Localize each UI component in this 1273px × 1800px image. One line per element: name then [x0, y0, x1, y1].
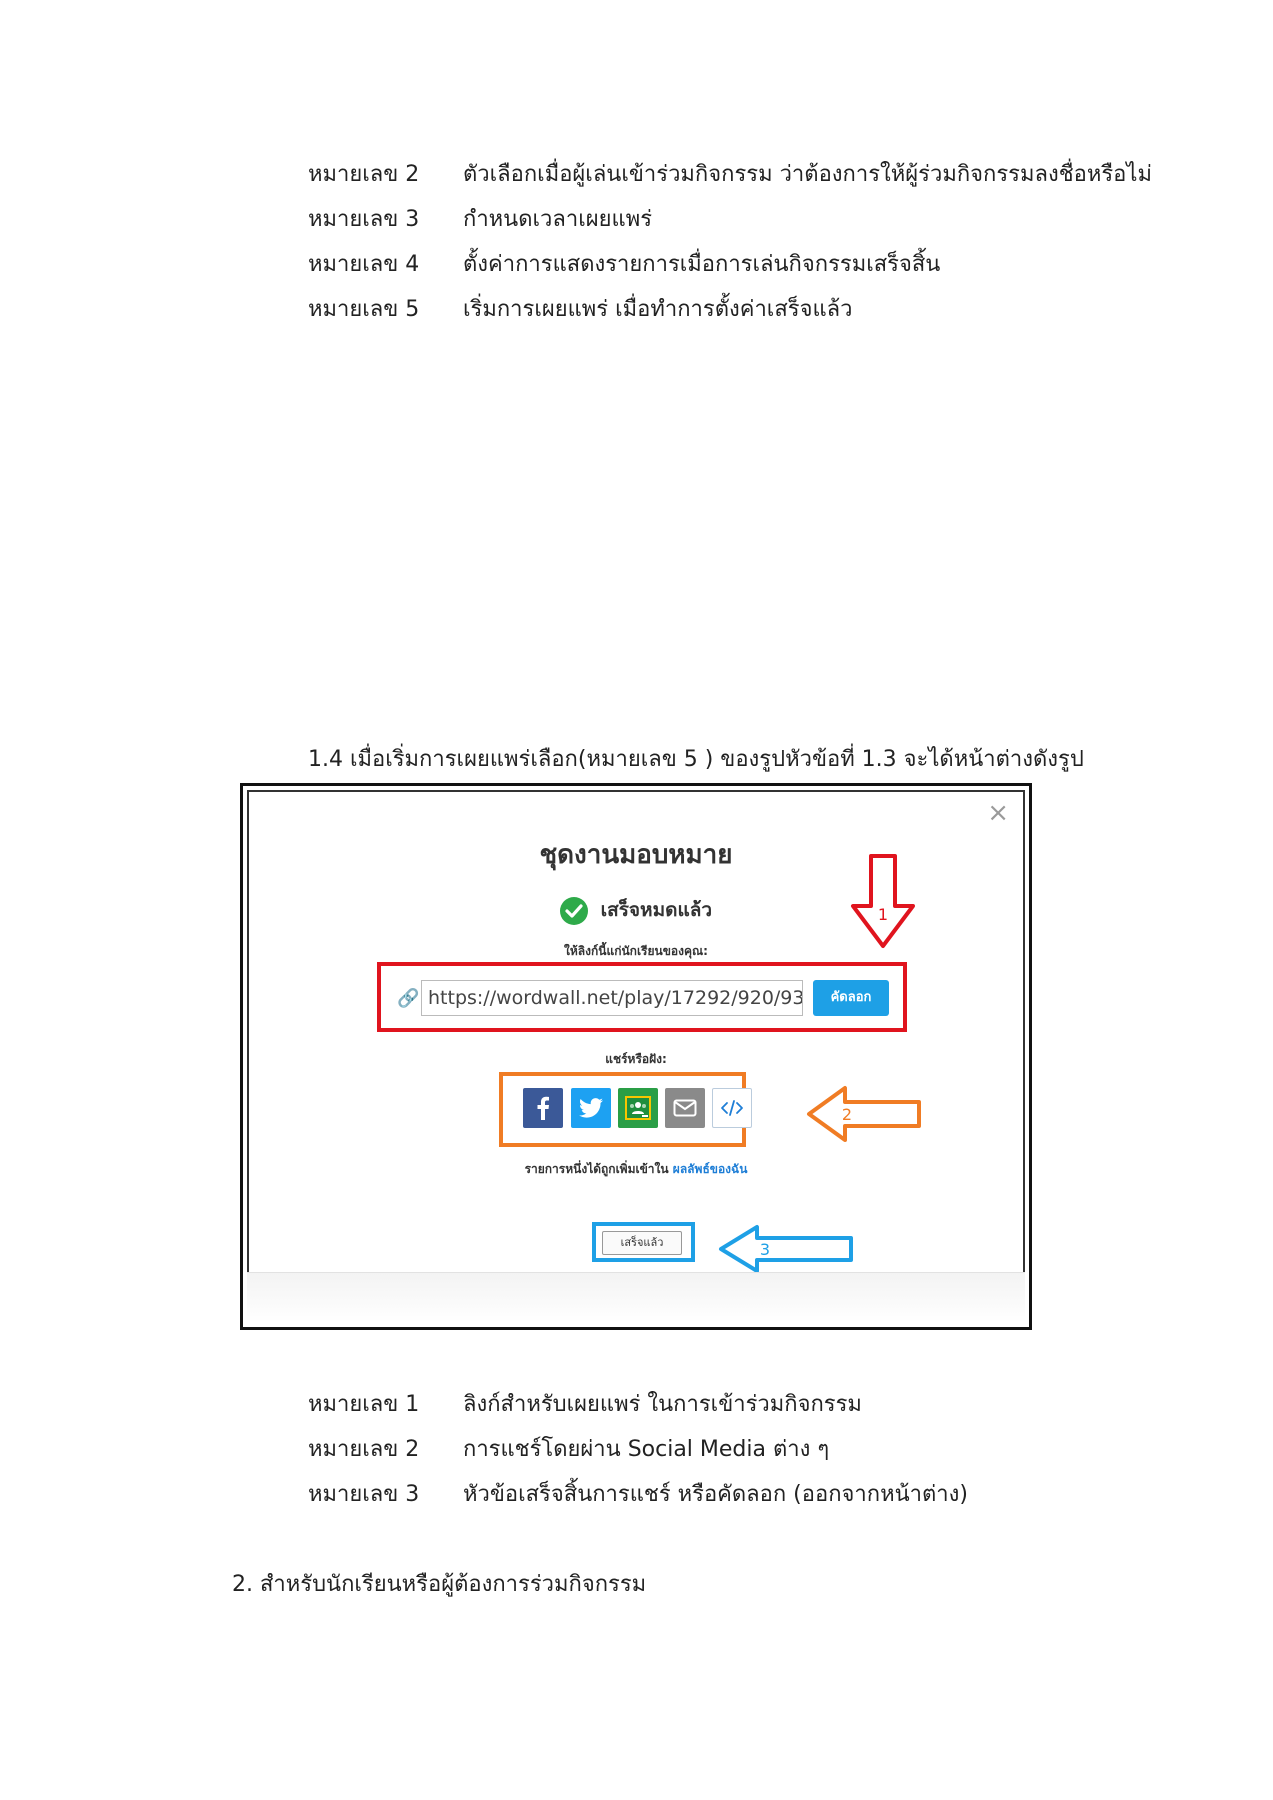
share-dialog-screenshot: × ชุดงานมอบหมาย เสร็จหมดแล้ว ให้ลิงก์นี้… — [240, 783, 1032, 1330]
item-description: หัวข้อเสร็จสิ้นการแชร์ หรือคัดลอก (ออกจา… — [463, 1482, 968, 1507]
item-description: ลิงก์สำหรับเผยแพร่ ในการเข้าร่วมกิจกรรม — [463, 1392, 862, 1417]
twitter-icon[interactable] — [571, 1088, 611, 1128]
item-description: กำหนดเวลาเผยแพร่ — [463, 207, 653, 232]
finish-button[interactable]: เสร็จแล้ว — [602, 1231, 682, 1255]
annotation-arrow-3: 3 — [719, 1225, 853, 1273]
item-description: เริ่มการเผยแพร่ เมื่อทำการตั้งค่าเสร็จแล… — [463, 297, 853, 322]
item-number: หมายเลข 3 — [308, 1482, 420, 1507]
section-heading: 1.4 เมื่อเริ่มการเผยแพร่เลือก(หมายเลข 5 … — [308, 747, 1084, 772]
modal-dialog: × ชุดงานมอบหมาย เสร็จหมดแล้ว ให้ลิงก์นี้… — [247, 790, 1025, 1273]
item-description: การแชร์โดยผ่าน Social Media ต่าง ๆ — [463, 1437, 830, 1462]
results-notice: รายการหนึ่งได้ถูกเพิ่มเข้าใน ผลลัพธ์ของฉ… — [249, 1160, 1023, 1179]
share-link-input[interactable]: https://wordwall.net/play/17292/920/933 — [421, 980, 803, 1016]
item-number: หมายเลข 5 — [308, 297, 420, 322]
item-number: หมายเลข 3 — [308, 207, 420, 232]
results-text: รายการหนึ่งได้ถูกเพิ่มเข้าใน — [524, 1162, 669, 1176]
done-status: เสร็จหมดแล้ว — [249, 895, 1023, 925]
my-results-link[interactable]: ผลลัพธ์ของฉัน — [672, 1162, 748, 1176]
link-icon: 🔗 — [397, 988, 420, 1009]
check-circle-icon — [560, 896, 588, 925]
item-description: ตั้งค่าการแสดงรายการเมื่อการเล่นกิจกรรมเ… — [463, 252, 941, 277]
item-number: หมายเลข 1 — [308, 1392, 420, 1417]
annotation-box-1: 🔗 https://wordwall.net/play/17292/920/93… — [377, 962, 907, 1032]
google-classroom-icon[interactable] — [618, 1088, 658, 1128]
done-status-text: เสร็จหมดแล้ว — [600, 899, 712, 921]
dialog-footer — [247, 1272, 1025, 1323]
facebook-icon[interactable] — [523, 1088, 563, 1128]
annotation-box-2 — [499, 1072, 752, 1147]
final-heading: 2. สำหรับนักเรียนหรือผู้ต้องการร่วมกิจกร… — [232, 1572, 647, 1597]
give-link-label: ให้ลิงก์นี้แก่นักเรียนของคุณ: — [564, 944, 708, 958]
item-number: หมายเลข 4 — [308, 252, 420, 277]
arrow-label-2: 2 — [842, 1105, 852, 1124]
item-number: หมายเลข 2 — [308, 1437, 420, 1462]
arrow-label-3: 3 — [760, 1240, 770, 1259]
annotation-box-3: เสร็จแล้ว — [592, 1222, 695, 1262]
email-icon[interactable] — [665, 1088, 705, 1128]
arrow-label-1: 1 — [878, 905, 888, 924]
copy-button[interactable]: คัดลอก — [813, 980, 889, 1016]
modal-title: ชุดงานมอบหมาย — [539, 840, 733, 870]
annotation-arrow-2: 2 — [807, 1086, 921, 1142]
item-number: หมายเลข 2 — [308, 162, 420, 187]
embed-icon[interactable] — [712, 1088, 752, 1128]
item-description: ตัวเลือกเมื่อผู้เล่นเข้าร่วมกิจกรรม ว่าต… — [463, 162, 1152, 187]
annotation-arrow-1: 1 — [851, 854, 915, 948]
close-icon[interactable]: × — [987, 798, 1009, 828]
share-or-embed-label: แชร์หรือฝัง: — [605, 1052, 667, 1066]
